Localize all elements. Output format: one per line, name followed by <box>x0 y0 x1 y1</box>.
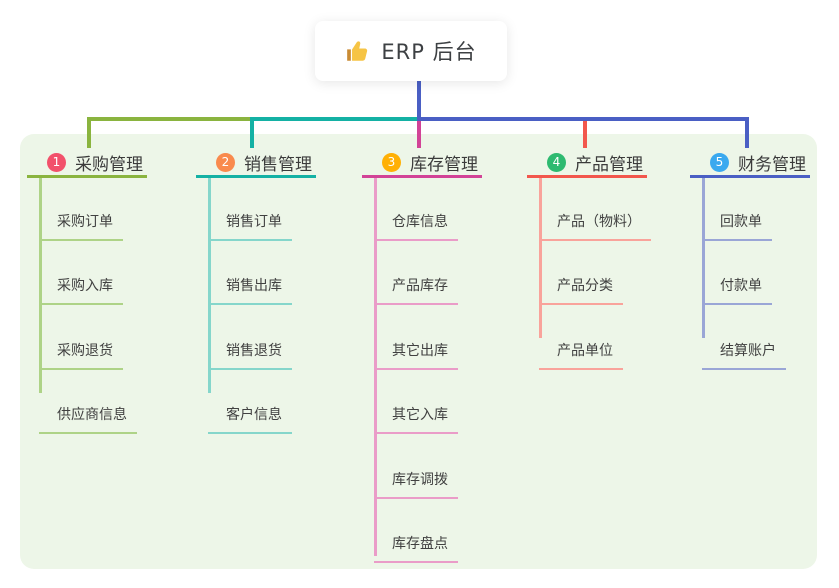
child-node[interactable]: 采购入库 <box>39 241 123 305</box>
child-node[interactable]: 回款单 <box>702 176 772 241</box>
branch-finance-node[interactable]: 5 财务管理 <box>690 150 810 178</box>
branch-number-badge: 2 <box>216 153 235 172</box>
branch-sales: 2 销售管理 销售订单 销售出库 销售退货 客户信息 <box>196 150 316 434</box>
child-node[interactable]: 采购退货 <box>39 305 123 370</box>
connector-drop-sales <box>250 117 254 148</box>
branch-label: 产品管理 <box>575 155 643 175</box>
branch-number-badge: 3 <box>382 153 401 172</box>
branch-number-badge: 5 <box>710 153 729 172</box>
child-node[interactable]: 其它出库 <box>374 305 458 370</box>
branch-product: 4 产品管理 产品（物料） 产品分类 产品单位 <box>527 150 651 370</box>
branch-children: 产品（物料） 产品分类 产品单位 <box>539 176 651 370</box>
connector-drop-inventory <box>417 121 421 148</box>
branch-child-connector <box>208 178 211 393</box>
branch-label: 采购管理 <box>75 155 143 175</box>
branch-label: 销售管理 <box>244 155 312 175</box>
branch-children: 销售订单 销售出库 销售退货 客户信息 <box>208 176 292 434</box>
branch-child-connector <box>374 178 377 556</box>
branch-purchase-node[interactable]: 1 采购管理 <box>27 150 147 178</box>
branch-children: 回款单 付款单 结算账户 <box>702 176 786 370</box>
child-node[interactable]: 其它入库 <box>374 370 458 434</box>
connector-drop-finance <box>745 117 749 148</box>
child-node[interactable]: 销售退货 <box>208 305 292 370</box>
thumbs-up-icon <box>345 38 371 64</box>
branch-child-connector <box>39 178 42 393</box>
branch-number-badge: 1 <box>47 153 66 172</box>
branch-inventory: 3 库存管理 仓库信息 产品库存 其它出库 其它入库 库存调拨 库存盘点 出库库… <box>362 150 482 563</box>
child-node[interactable]: 付款单 <box>702 241 772 305</box>
branch-finance: 5 财务管理 回款单 付款单 结算账户 <box>690 150 810 370</box>
branch-number-badge: 4 <box>547 153 566 172</box>
child-node[interactable]: 产品库存 <box>374 241 458 305</box>
branch-children: 采购订单 采购入库 采购退货 供应商信息 <box>39 176 137 434</box>
child-node[interactable]: 产品分类 <box>539 241 623 305</box>
child-node[interactable]: 客户信息 <box>208 370 292 434</box>
connector-drop-purchase <box>87 117 91 148</box>
connector-drop-product <box>583 121 587 148</box>
child-node[interactable]: 供应商信息 <box>39 370 137 434</box>
branch-children: 仓库信息 产品库存 其它出库 其它入库 库存调拨 库存盘点 出库库明细 <box>374 176 472 588</box>
child-node[interactable]: 出库库明细 <box>374 563 472 588</box>
child-node[interactable]: 销售出库 <box>208 241 292 305</box>
connector-root-stem <box>417 80 421 121</box>
connector-trunk-green <box>87 117 254 121</box>
erp-root-node[interactable]: ERP 后台 <box>315 21 507 81</box>
connector-trunk-blue <box>417 117 749 121</box>
root-title: ERP 后台 <box>381 40 477 64</box>
branch-label: 库存管理 <box>410 155 478 175</box>
child-node[interactable]: 结算账户 <box>702 305 786 370</box>
branches-background-panel <box>20 134 817 569</box>
branch-product-node[interactable]: 4 产品管理 <box>527 150 647 178</box>
child-node[interactable]: 产品（物料） <box>539 176 651 241</box>
child-node[interactable]: 仓库信息 <box>374 176 458 241</box>
connector-trunk-teal <box>252 117 419 121</box>
branch-label: 财务管理 <box>738 155 806 175</box>
child-node[interactable]: 销售订单 <box>208 176 292 241</box>
branch-child-connector <box>702 178 705 338</box>
child-node[interactable]: 采购订单 <box>39 176 123 241</box>
child-node[interactable]: 产品单位 <box>539 305 623 370</box>
child-node[interactable]: 库存调拨 <box>374 434 458 499</box>
branch-inventory-node[interactable]: 3 库存管理 <box>362 150 482 178</box>
branch-sales-node[interactable]: 2 销售管理 <box>196 150 316 178</box>
branch-child-connector <box>539 178 542 338</box>
branch-purchase: 1 采购管理 采购订单 采购入库 采购退货 供应商信息 <box>27 150 147 434</box>
child-node[interactable]: 库存盘点 <box>374 499 458 563</box>
